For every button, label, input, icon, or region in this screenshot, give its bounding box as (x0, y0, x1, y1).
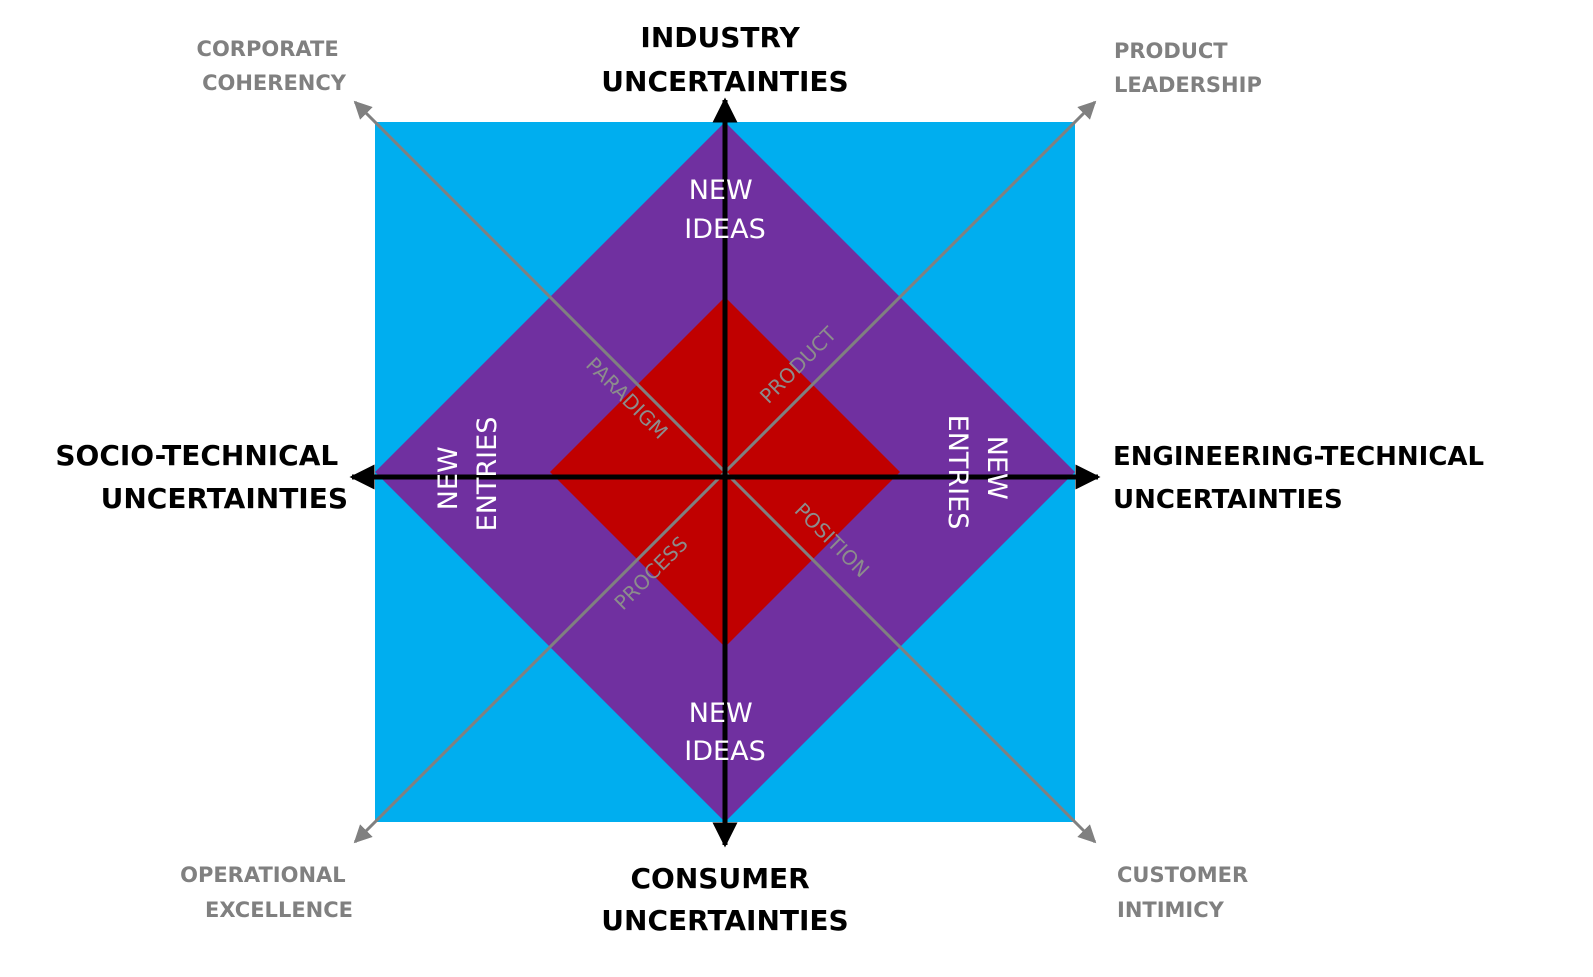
axis-title-top: INDUSTRY UNCERTAINTIES (601, 21, 848, 98)
corner-label-top-right: PRODUCT LEADERSHIP (1114, 39, 1262, 97)
axis-title-left: SOCIO-TECHNICAL UNCERTAINTIES (55, 439, 348, 515)
corner-label-bottom-left: OPERATIONAL EXCELLENCE (180, 863, 353, 922)
zone-label-top: NEW IDEAS (684, 175, 765, 245)
axis-title-bottom: CONSUMER UNCERTAINTIES (601, 862, 848, 937)
axis-title-right: ENGINEERING-TECHNICAL UNCERTAINTIES (1113, 442, 1493, 515)
zone-label-right: NEW ENTRIES (942, 415, 1012, 530)
corner-label-top-left: CORPORATE COHERENCY (197, 37, 347, 95)
zone-label-bottom: NEW IDEAS (684, 698, 765, 767)
zone-label-left: NEW ENTRIES (433, 417, 503, 532)
corner-label-bottom-right: CUSTOMER INTIMICY (1117, 863, 1256, 922)
